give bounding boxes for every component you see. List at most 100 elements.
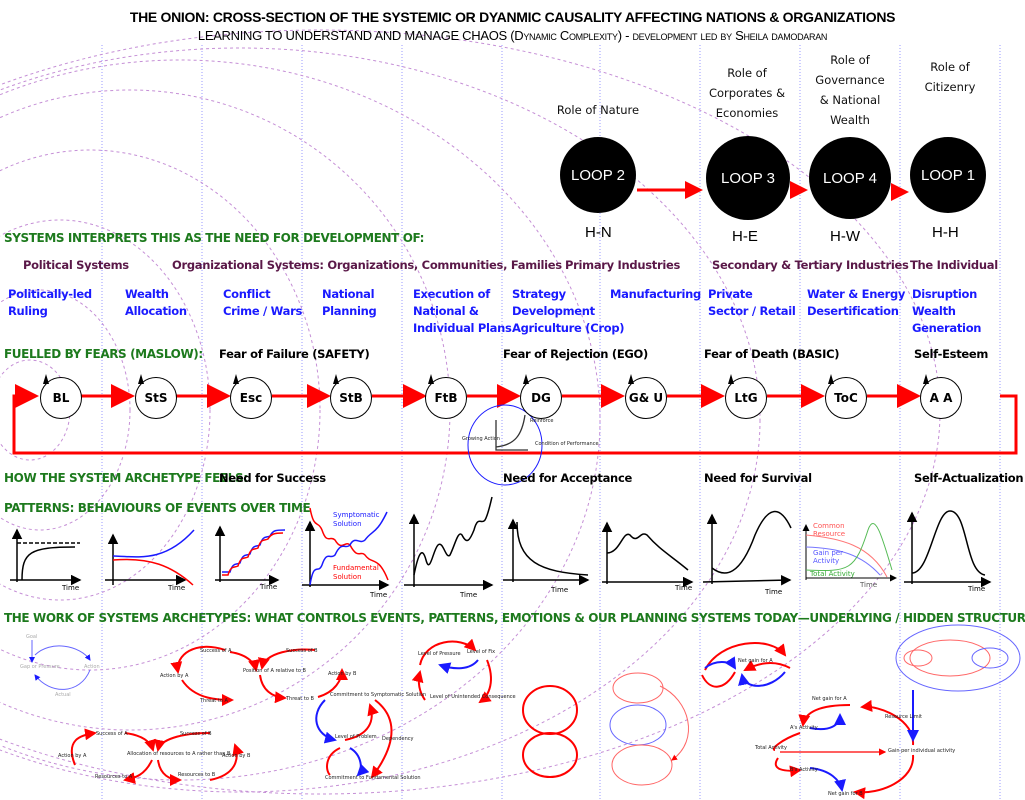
label: Net gain for A [812, 696, 847, 702]
time-label: Time [550, 586, 568, 594]
triangle-icon [333, 374, 339, 384]
role-citizenry: Role of Citizenry [924, 60, 976, 94]
archetype-label: DG [531, 391, 551, 405]
fundamental-label: Fundamental [333, 564, 379, 572]
item-manufacturing: Manufacturing [610, 286, 701, 303]
escalation-loop [170, 645, 348, 706]
pattern-6 [503, 518, 590, 586]
triangle-icon [428, 374, 434, 384]
code-hn: H-N [585, 224, 612, 241]
fear-rejection: Fear of Rejection (EGO) [503, 347, 648, 361]
label: Total Activity [754, 745, 787, 751]
item-line: Wealth [912, 304, 956, 318]
label: Gain per individual activity [888, 748, 955, 754]
section-development: SYSTEMS INTERPRETS THIS AS THE NEED FOR … [4, 231, 425, 245]
label: Allocation of resources to A rather than… [127, 751, 231, 757]
self-actualization: Self-Actualization [914, 471, 1024, 485]
archetype-label: A A [929, 391, 953, 405]
label: Commitment to Symptomatic Solution [330, 692, 426, 698]
time-label: Time [259, 583, 277, 591]
label: Actual [55, 692, 71, 698]
archetype-label: StS [144, 391, 168, 405]
loop-2: LOOP 2 [560, 137, 636, 213]
archetype-node-5: DG [520, 374, 562, 419]
item-line: Agriculture (Crop) [512, 321, 625, 335]
section-patterns: PATTERNS: BEHAVIOURS OF EVENTS OVER TIME [4, 501, 311, 515]
item-line: Execution of [413, 287, 490, 301]
pattern-7 [601, 521, 694, 588]
loop-3: LOOP 3 [706, 136, 790, 220]
mini-label: Condition of Performance [535, 441, 599, 447]
fear-failure: Fear of Failure (SAFETY) [219, 347, 370, 361]
triangle-icon [233, 374, 239, 384]
label: Success of A [200, 648, 232, 654]
label: Position of A relative to B [243, 668, 307, 674]
item-line: National & [413, 304, 479, 318]
reinforce-loop [467, 404, 543, 486]
exponential-curve [495, 414, 528, 451]
code-hh: H-H [932, 224, 959, 241]
archetype-node-2: Esc [230, 374, 272, 419]
archetype-label: Esc [239, 391, 263, 405]
label: Threat to A [199, 698, 228, 704]
label: Commitment to Fundamental Solution [325, 775, 421, 781]
label: Action by B [222, 753, 251, 759]
need-survival: Need for Survival [704, 471, 812, 485]
loop-4: LOOP 4 [809, 137, 891, 219]
label: Resources to A [95, 774, 133, 780]
mini-reinforce-chart: Reinforce Growing Action Condition of Pe… [462, 404, 599, 486]
label: Action [84, 664, 100, 670]
archetype-node-0: BL [40, 374, 82, 419]
archetype-label: LtG [734, 391, 758, 405]
role-nature: Role of Nature [556, 103, 640, 117]
pattern-1 [10, 528, 82, 586]
self-esteem: Self-Esteem [914, 347, 989, 361]
label: Success of B [286, 648, 318, 654]
label: Dependency [382, 736, 414, 742]
time-label: Time [859, 581, 877, 589]
loop-1: LOOP 1 [910, 137, 986, 213]
growth-underinvestment-loop [609, 672, 689, 786]
label: Action by A [58, 753, 87, 759]
need-acceptance: Need for Acceptance [503, 471, 632, 485]
archetype-labels: Goal Gap or Pressure Action Actual Succe… [20, 634, 955, 797]
time-label: Time [369, 591, 387, 599]
archetype-node-7: LtG [725, 374, 767, 419]
item-line: Politically-led [8, 287, 92, 301]
pattern-10 [904, 510, 992, 588]
category-primary: Primary Industries [565, 258, 681, 272]
label: Resources to B [178, 772, 216, 778]
label: Level of Fix [467, 649, 495, 655]
item-line: Strategy [512, 287, 566, 301]
label: Level of Problem [335, 734, 377, 740]
archetype-node-3: StB [330, 374, 372, 419]
balancing-loop [29, 640, 91, 690]
label: Net gain for B [828, 791, 863, 797]
label: Level of Pressure [418, 651, 461, 657]
triangle-icon [43, 374, 49, 384]
label: Level of Unintended Consequence [430, 694, 516, 700]
archetype-node-9: A A [920, 374, 962, 419]
drifting-goals-loop [522, 685, 578, 778]
triangle-icon [828, 374, 834, 384]
archetype-node-1: StS [135, 374, 177, 419]
triangle-icon [728, 374, 734, 384]
label: B's Activity [790, 767, 818, 773]
triangle-icon [523, 374, 529, 384]
symptomatic-label: Solution [333, 520, 362, 528]
pattern-4 [302, 507, 390, 591]
label: Threat to B [285, 696, 314, 702]
archetype-label: ToC [834, 391, 858, 405]
label: A's Activity [790, 725, 818, 731]
label: Gap or Pressure [20, 664, 60, 670]
